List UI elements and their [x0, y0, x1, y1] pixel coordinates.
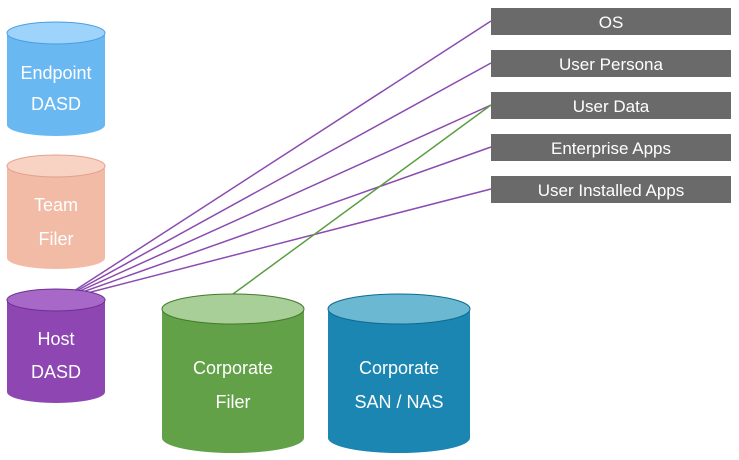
corporate-san-nas-top — [327, 293, 471, 325]
corporate-san-nas-cylinder: Corporate SAN / NAS — [327, 293, 471, 453]
endpoint-dasd-cylinder: Endpoint DASD — [6, 21, 106, 136]
os-box: OS — [491, 8, 731, 35]
host-to-os-connector — [59, 20, 492, 301]
corporate-filer-cylinder: Corporate Filer — [161, 293, 305, 453]
endpoint-dasd-label-line2: DASD — [31, 94, 81, 114]
user-installed-apps-box: User Installed Apps — [491, 176, 731, 203]
team-filer-cylinder: Team Filer — [6, 154, 106, 269]
user-data-box-label: User Data — [573, 97, 650, 116]
user-installed-apps-box-label: User Installed Apps — [538, 181, 684, 200]
user-persona-box: User Persona — [491, 50, 731, 77]
team-filer-label-line2: Filer — [39, 229, 74, 249]
host-dasd-cylinder: Host DASD — [6, 288, 106, 403]
connectors — [59, 20, 492, 301]
corporate-san-nas-label-line2: SAN / NAS — [354, 392, 443, 412]
host-dasd-label-line2: DASD — [31, 362, 81, 382]
corporate-filer-label-line2: Filer — [216, 392, 251, 412]
host-to-enterprise-apps-connector — [59, 146, 492, 301]
corporate-filer-top — [161, 293, 305, 325]
team-filer-top — [6, 154, 106, 178]
host-to-user-installed-apps-connector — [59, 188, 492, 301]
os-box-label: OS — [599, 13, 624, 32]
enterprise-apps-box: Enterprise Apps — [491, 134, 731, 161]
team-filer-body — [7, 166, 105, 269]
corporate-san-nas-body — [328, 309, 470, 453]
host-dasd-body — [7, 300, 105, 403]
corporate-filer-label-line1: Corporate — [193, 358, 273, 378]
enterprise-apps-box-label: Enterprise Apps — [551, 139, 671, 158]
corporate-san-nas-label-line1: Corporate — [359, 358, 439, 378]
endpoint-dasd-label-line1: Endpoint — [20, 63, 91, 83]
host-to-user-persona-connector — [59, 62, 492, 301]
enterprise-apps-box-rect — [491, 134, 731, 161]
corporate-filer-body — [162, 309, 304, 453]
endpoint-dasd-top — [6, 21, 106, 45]
host-to-user-data-connector — [59, 104, 492, 301]
corporate-filer-to-user-data-connector — [232, 104, 492, 295]
user-persona-box-label: User Persona — [559, 55, 663, 74]
endpoint-dasd-body — [7, 33, 105, 136]
team-filer-label-line1: Team — [34, 195, 78, 215]
user-data-box-rect — [491, 92, 731, 119]
user-persona-box-rect — [491, 50, 731, 77]
os-box-rect — [491, 8, 731, 35]
host-dasd-top — [6, 288, 106, 312]
user-data-box: User Data — [491, 92, 731, 119]
user-installed-apps-box-rect — [491, 176, 731, 203]
host-dasd-label-line1: Host — [37, 329, 74, 349]
